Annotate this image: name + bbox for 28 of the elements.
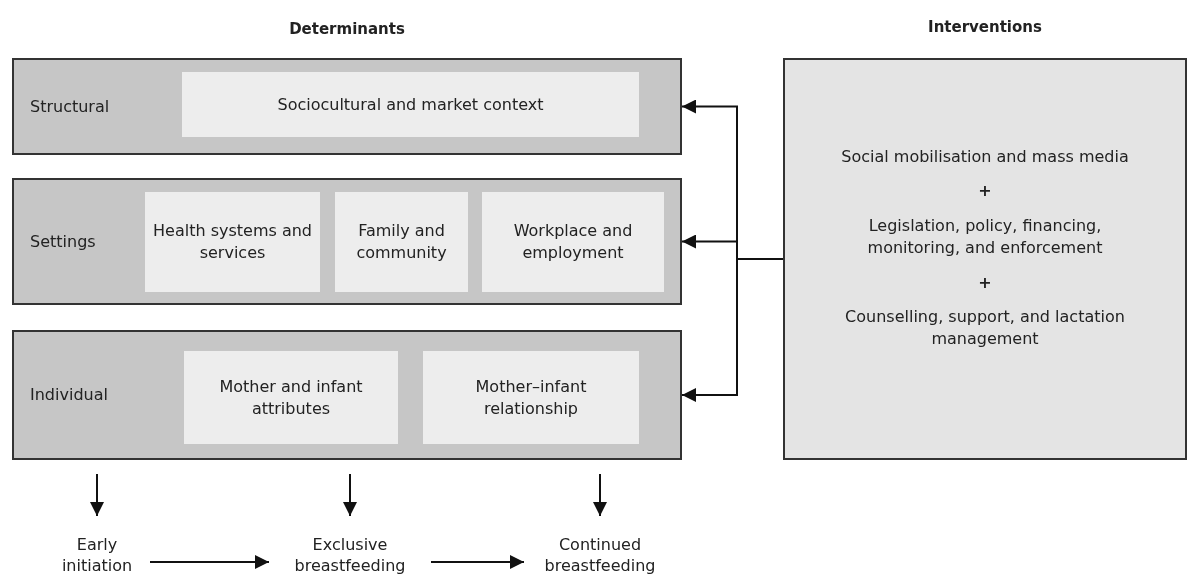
arrow bbox=[90, 473, 104, 517]
intervention-text: Social mobilisation and mass media bbox=[841, 146, 1129, 168]
intervention-text: Counselling, support, and lactation management bbox=[844, 305, 1126, 351]
intervention-text: Legislation, policy, financing, monitoring, and enforcement bbox=[866, 214, 1104, 260]
factor-box: Mother–infant relationship bbox=[423, 351, 639, 444]
determinant-band bbox=[12, 58, 682, 155]
outcome-text: Exclusive breastfeeding bbox=[265, 528, 435, 584]
determinant-band bbox=[12, 178, 682, 305]
arrow bbox=[593, 473, 607, 517]
factor-box: Family and community bbox=[335, 192, 468, 292]
factor-box: Sociocultural and market context bbox=[182, 72, 639, 137]
arrow bbox=[149, 555, 270, 569]
factor-box: Health systems and services bbox=[145, 192, 320, 292]
arrow bbox=[681, 258, 784, 402]
outcome-text: Early initiation bbox=[40, 528, 154, 584]
column-heading: Interventions bbox=[928, 18, 1042, 36]
outcome-text: Continued breastfeeding bbox=[520, 528, 680, 584]
arrow bbox=[430, 555, 525, 569]
factor-box: Mother and infant attributes bbox=[184, 351, 398, 444]
intervention-text: + bbox=[978, 271, 992, 294]
determinant-band bbox=[12, 330, 682, 460]
band-label: Settings bbox=[30, 231, 96, 251]
column-heading: Determinants bbox=[289, 20, 405, 38]
band-label: Individual bbox=[30, 385, 108, 404]
arrow bbox=[343, 473, 357, 517]
band-label: Structural bbox=[30, 96, 110, 116]
factor-box: Workplace and employment bbox=[482, 192, 664, 292]
intervention-text: + bbox=[978, 180, 992, 203]
